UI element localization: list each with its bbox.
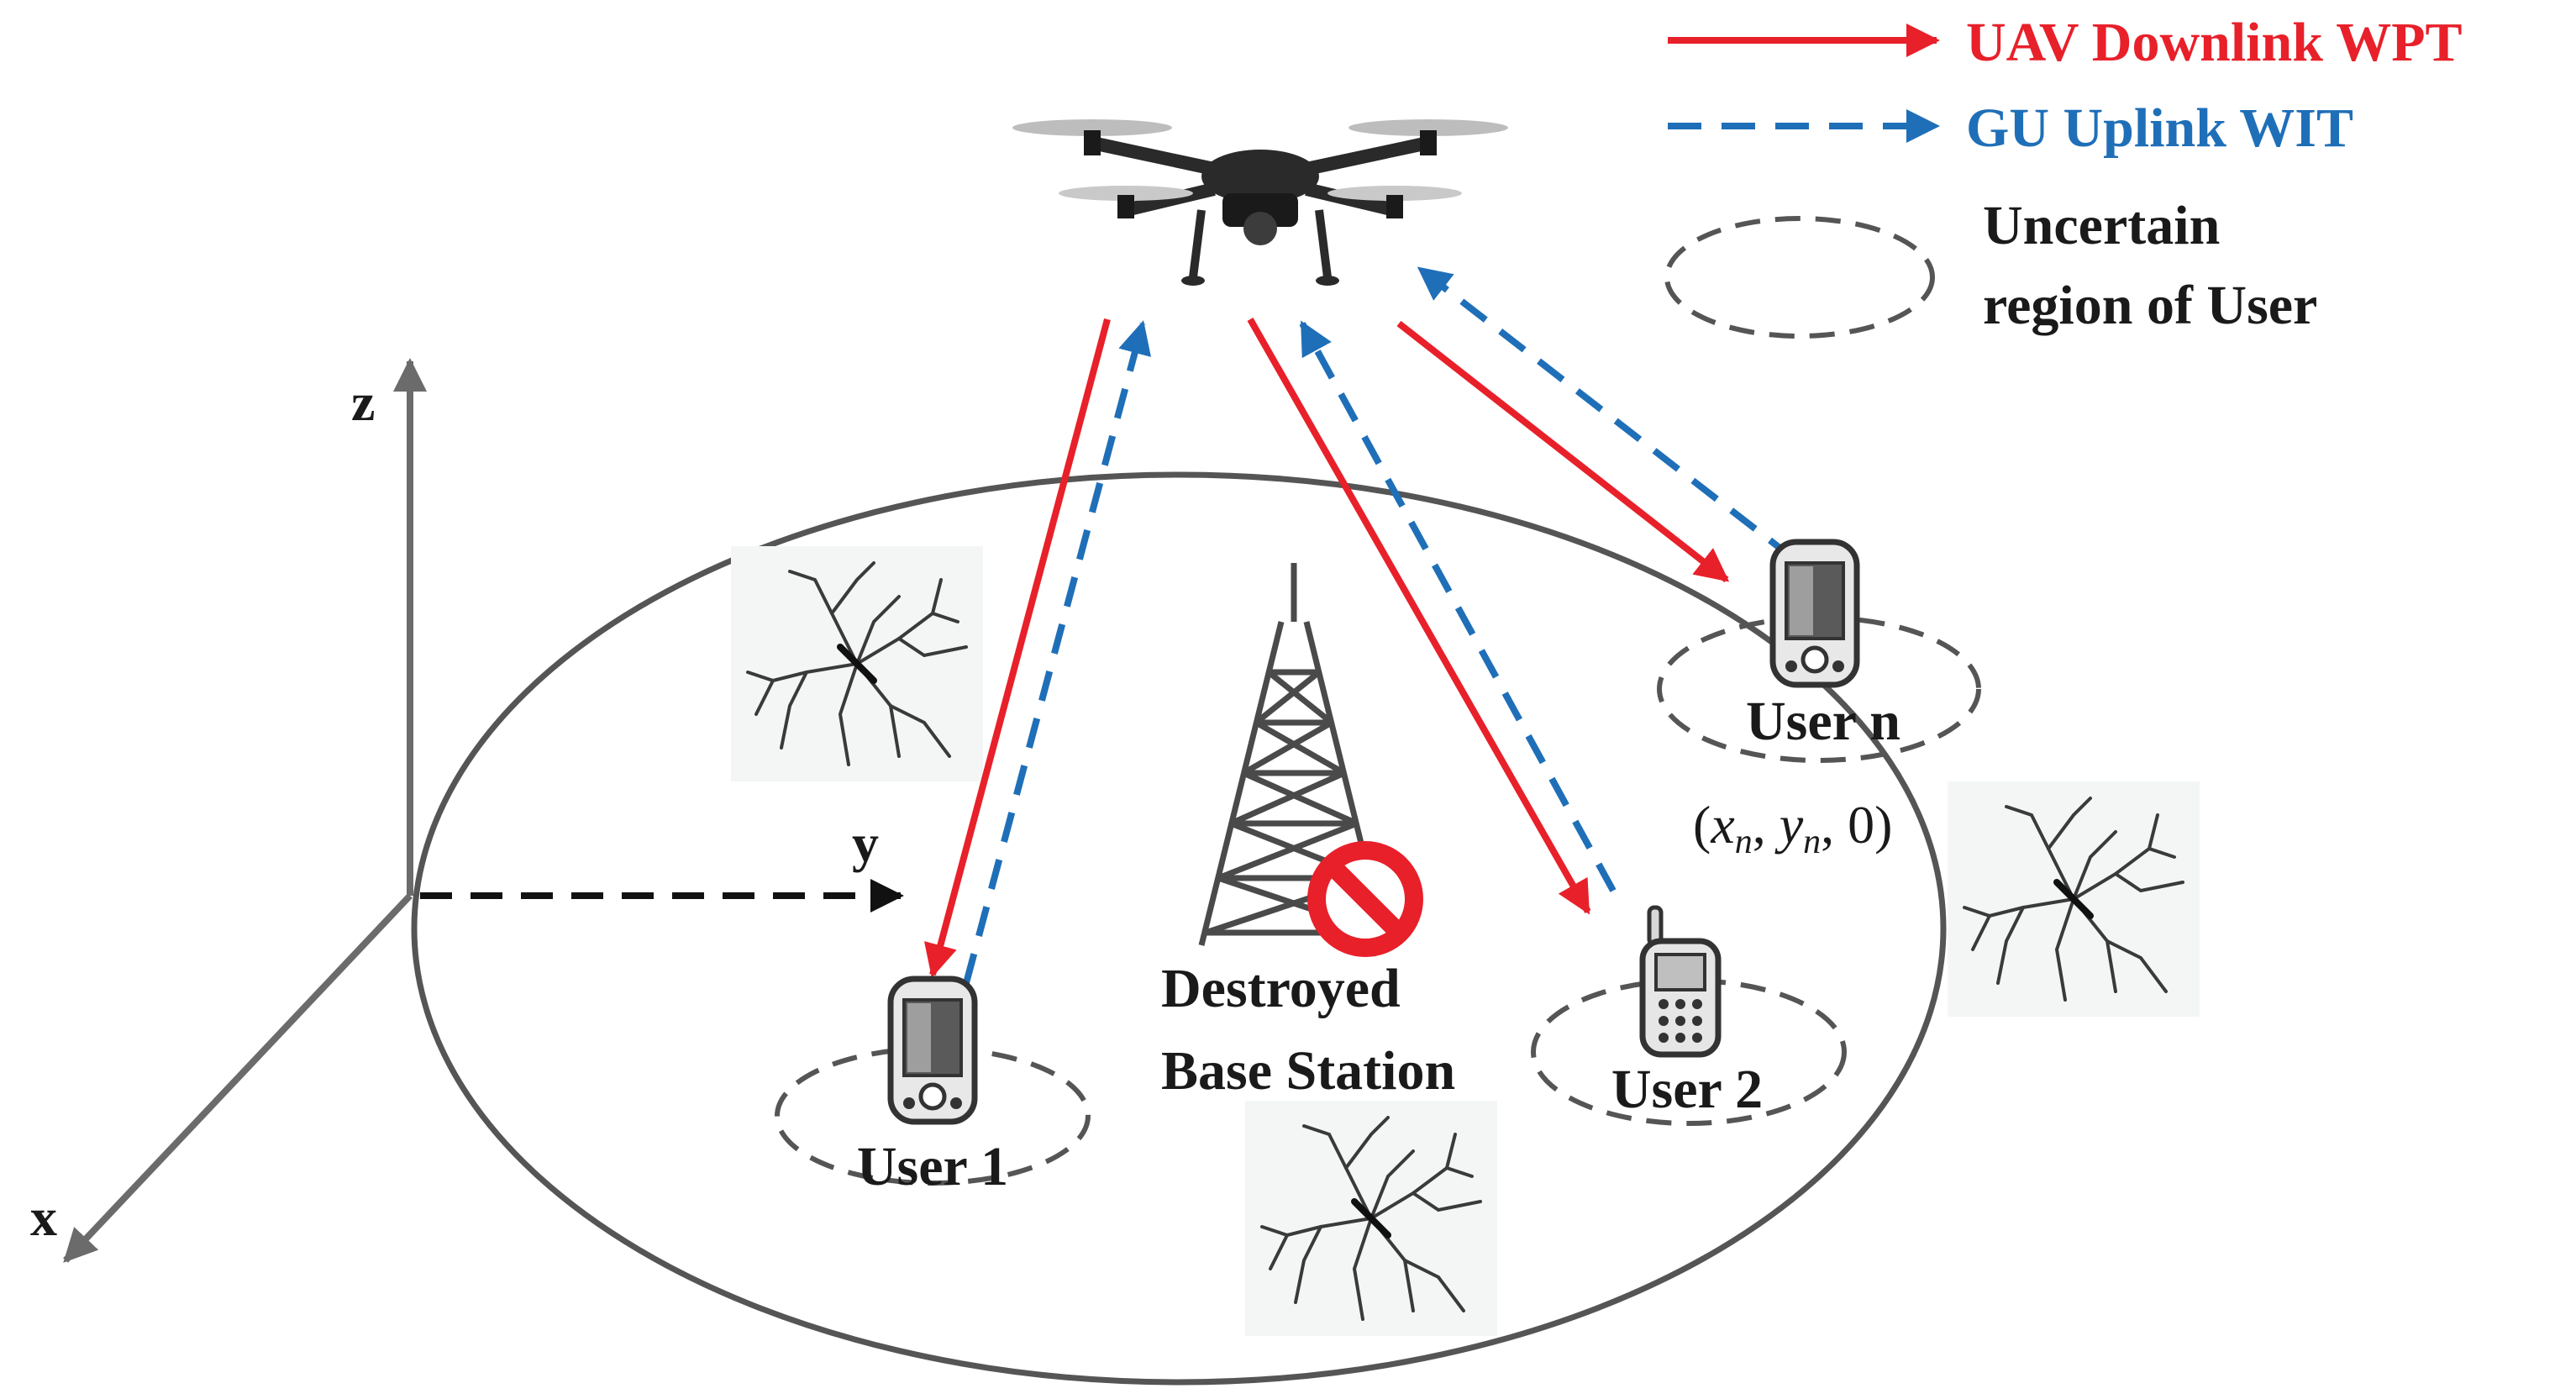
phone-icon [887,976,978,1125]
base-station-label-line1: Destroyed [1161,958,1401,1019]
tower-icon [1198,563,1390,946]
crack-icon [1948,781,2200,1017]
drone-icon [1012,119,1508,286]
legend: UAV Downlink WPT GU Uplink WIT Uncertain… [1664,12,2463,339]
usern-label: User n [1746,691,1900,752]
usern-coordinate: (xn, yn, 0) [1693,795,1892,861]
uplink-arrow-user2 [1299,320,1617,892]
user2-label: User 2 [1611,1059,1763,1120]
downlink-arrow-user1 [923,318,1111,978]
crack-icon [731,546,983,781]
legend-uncertain-label-line1: Uncertain [1983,195,2220,256]
x-axis-label: x [30,1187,57,1247]
uncertain-region-user2 [1531,978,1847,1126]
y-axis-label: y [852,813,879,873]
downlink-arrow-usern [1396,320,1730,583]
phone-icon [1769,539,1860,688]
crack-icon [1245,1101,1497,1336]
cellphone-icon [1639,905,1722,1058]
uplink-arrow-usern [1417,266,1796,562]
x-axis [63,893,413,1263]
downlink-arrow-user2 [1247,318,1591,915]
prohibited-icon [1307,841,1423,957]
legend-downlink-label: UAV Downlink WPT [1966,12,2463,73]
ground-area-ellipse [411,471,1947,1386]
user1-label: User 1 [857,1136,1008,1197]
base-station-label-line2: Base Station [1161,1040,1455,1102]
legend-uplink-label: GU Uplink WIT [1966,97,2353,159]
uplink-arrow-user1 [963,320,1152,985]
z-axis-label: z [351,372,375,432]
uncertain-region-usern [1657,615,1981,763]
legend-uncertain-swatch [1664,216,1935,339]
legend-uncertain-label-line2: region of User [1983,275,2317,336]
